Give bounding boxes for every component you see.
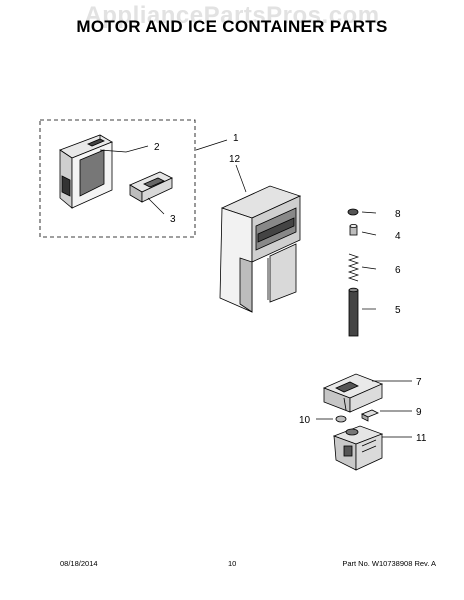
callout-6: 6 [395,265,401,276]
footer-date: 08/18/2014 [60,559,98,568]
part-12-housing [219,185,302,313]
callout-2: 2 [154,142,160,153]
part-8-washer [347,208,359,216]
part-9-spacer [361,409,379,422]
watermark: AppliancePartsPros.com [84,2,380,29]
callout-10: 10 [299,415,311,426]
part-2-ice-container [59,134,113,209]
callout-7: 7 [416,377,422,388]
part-6-spring [347,253,360,282]
part-10-washer [335,415,347,423]
part-11-motor [332,425,384,471]
footer-part-number: Part No. W10738908 Rev. A [342,559,436,568]
footer-page-number: 10 [228,559,237,568]
callout-12: 12 [229,154,241,165]
leader-lines [99,139,412,438]
callout-4: 4 [395,231,401,242]
page-title: MOTOR AND ICE CONTAINER PARTS [76,17,388,36]
part-7-bracket [322,373,384,413]
callout-1: 1 [233,133,239,144]
callout-3: 3 [170,214,176,225]
callout-8: 8 [395,209,401,220]
callout-9: 9 [416,407,422,418]
assembly-group-box [39,119,196,238]
callout-11: 11 [416,433,427,444]
part-4-bushing [349,223,358,236]
part-5-shaft [348,287,359,337]
callout-5: 5 [395,305,401,316]
part-3-tray [129,171,173,203]
